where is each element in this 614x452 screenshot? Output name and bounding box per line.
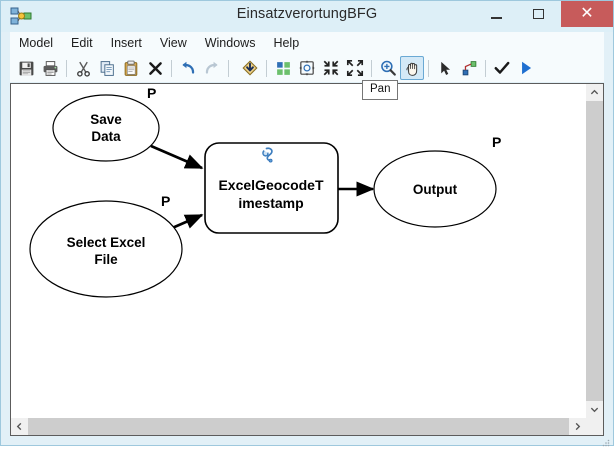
- zoom-icon[interactable]: [376, 56, 400, 80]
- model-diagram-icon: [10, 6, 32, 28]
- validate-check-icon[interactable]: [490, 56, 514, 80]
- minimize-button[interactable]: [475, 1, 517, 27]
- node-output[interactable]: Output: [373, 150, 497, 228]
- node-save-data[interactable]: Save Data: [52, 94, 160, 162]
- connection-save-data-to-transformer[interactable]: [150, 144, 204, 170]
- diagram-canvas[interactable]: Save Data P Select Excel File P: [11, 84, 586, 418]
- node-select-excel-file[interactable]: Select Excel File: [29, 200, 183, 298]
- menu-bar: Model Edit Insert View Windows Help: [10, 32, 604, 54]
- close-button[interactable]: ✕: [561, 1, 613, 27]
- save-icon[interactable]: [14, 56, 38, 80]
- vertical-scroll-thumb[interactable]: [586, 101, 603, 401]
- add-process-icon[interactable]: [238, 56, 262, 80]
- menu-view[interactable]: View: [159, 36, 187, 50]
- print-icon[interactable]: [38, 56, 62, 80]
- node-label-line: Output: [413, 182, 458, 197]
- paste-icon[interactable]: [119, 56, 143, 80]
- menu-windows[interactable]: Windows: [204, 36, 256, 50]
- diagram-canvas-frame: Save Data P Select Excel File P: [10, 83, 604, 436]
- horizontal-scroll-thumb[interactable]: [28, 418, 569, 435]
- node-label-line: File: [94, 252, 118, 267]
- menu-help[interactable]: Help: [273, 36, 300, 50]
- zoom-in-fit-icon[interactable]: [343, 56, 367, 80]
- script-transformer-icon: [262, 147, 273, 163]
- scrollbar-corner: [586, 418, 603, 435]
- undo-icon[interactable]: [176, 56, 200, 80]
- toolbar-separator: [266, 59, 267, 77]
- redo-icon[interactable]: [200, 56, 224, 80]
- toolbar-separator: [428, 59, 429, 77]
- pan-hand-icon[interactable]: [400, 56, 424, 80]
- toolbar-separator: [228, 59, 229, 77]
- delete-icon[interactable]: [143, 56, 167, 80]
- copy-icon[interactable]: [95, 56, 119, 80]
- scroll-down-button[interactable]: [586, 401, 603, 418]
- minimize-icon: [490, 17, 502, 19]
- maximize-icon: [532, 9, 544, 19]
- node-excel-geocode-timestamp[interactable]: ExcelGeocodeT imestamp: [204, 142, 339, 234]
- menu-insert[interactable]: Insert: [110, 36, 142, 50]
- close-icon: ✕: [580, 5, 594, 22]
- toolbar: [10, 54, 604, 82]
- maximize-button[interactable]: [517, 1, 559, 27]
- toolbar-separator: [171, 59, 172, 77]
- scroll-left-button[interactable]: [11, 418, 28, 435]
- node-label-line: Data: [91, 129, 121, 144]
- toolbar-separator: [371, 59, 372, 77]
- cut-icon[interactable]: [71, 56, 95, 80]
- connect-icon[interactable]: [457, 56, 481, 80]
- zoom-out-fit-icon[interactable]: [319, 56, 343, 80]
- scroll-up-button[interactable]: [586, 84, 603, 101]
- port-badge-save-data: P: [147, 85, 156, 101]
- toolbar-separator: [485, 59, 486, 77]
- node-label-line: Select Excel: [67, 235, 146, 250]
- scroll-right-button[interactable]: [569, 418, 586, 435]
- run-play-icon[interactable]: [514, 56, 538, 80]
- port-badge-output: P: [492, 134, 501, 150]
- port-badge-select-excel-file: P: [161, 193, 170, 209]
- resize-grip[interactable]: [602, 434, 610, 447]
- node-label-line: imestamp: [238, 195, 303, 211]
- node-label-line: Save: [90, 112, 122, 127]
- title-bar: EinsatzverortungBFG ✕: [1, 1, 613, 32]
- toolbar-separator: [66, 59, 67, 77]
- fit-diagram-icon[interactable]: [295, 56, 319, 80]
- menu-model[interactable]: Model: [19, 36, 54, 50]
- menu-edit[interactable]: Edit: [71, 36, 93, 50]
- select-arrow-icon[interactable]: [433, 56, 457, 80]
- horizontal-scrollbar[interactable]: [11, 418, 586, 435]
- vertical-scrollbar[interactable]: [585, 84, 603, 418]
- node-label-line: ExcelGeocodeT: [218, 177, 323, 193]
- pan-tooltip: Pan: [362, 80, 399, 100]
- grid-view-icon[interactable]: [271, 56, 295, 80]
